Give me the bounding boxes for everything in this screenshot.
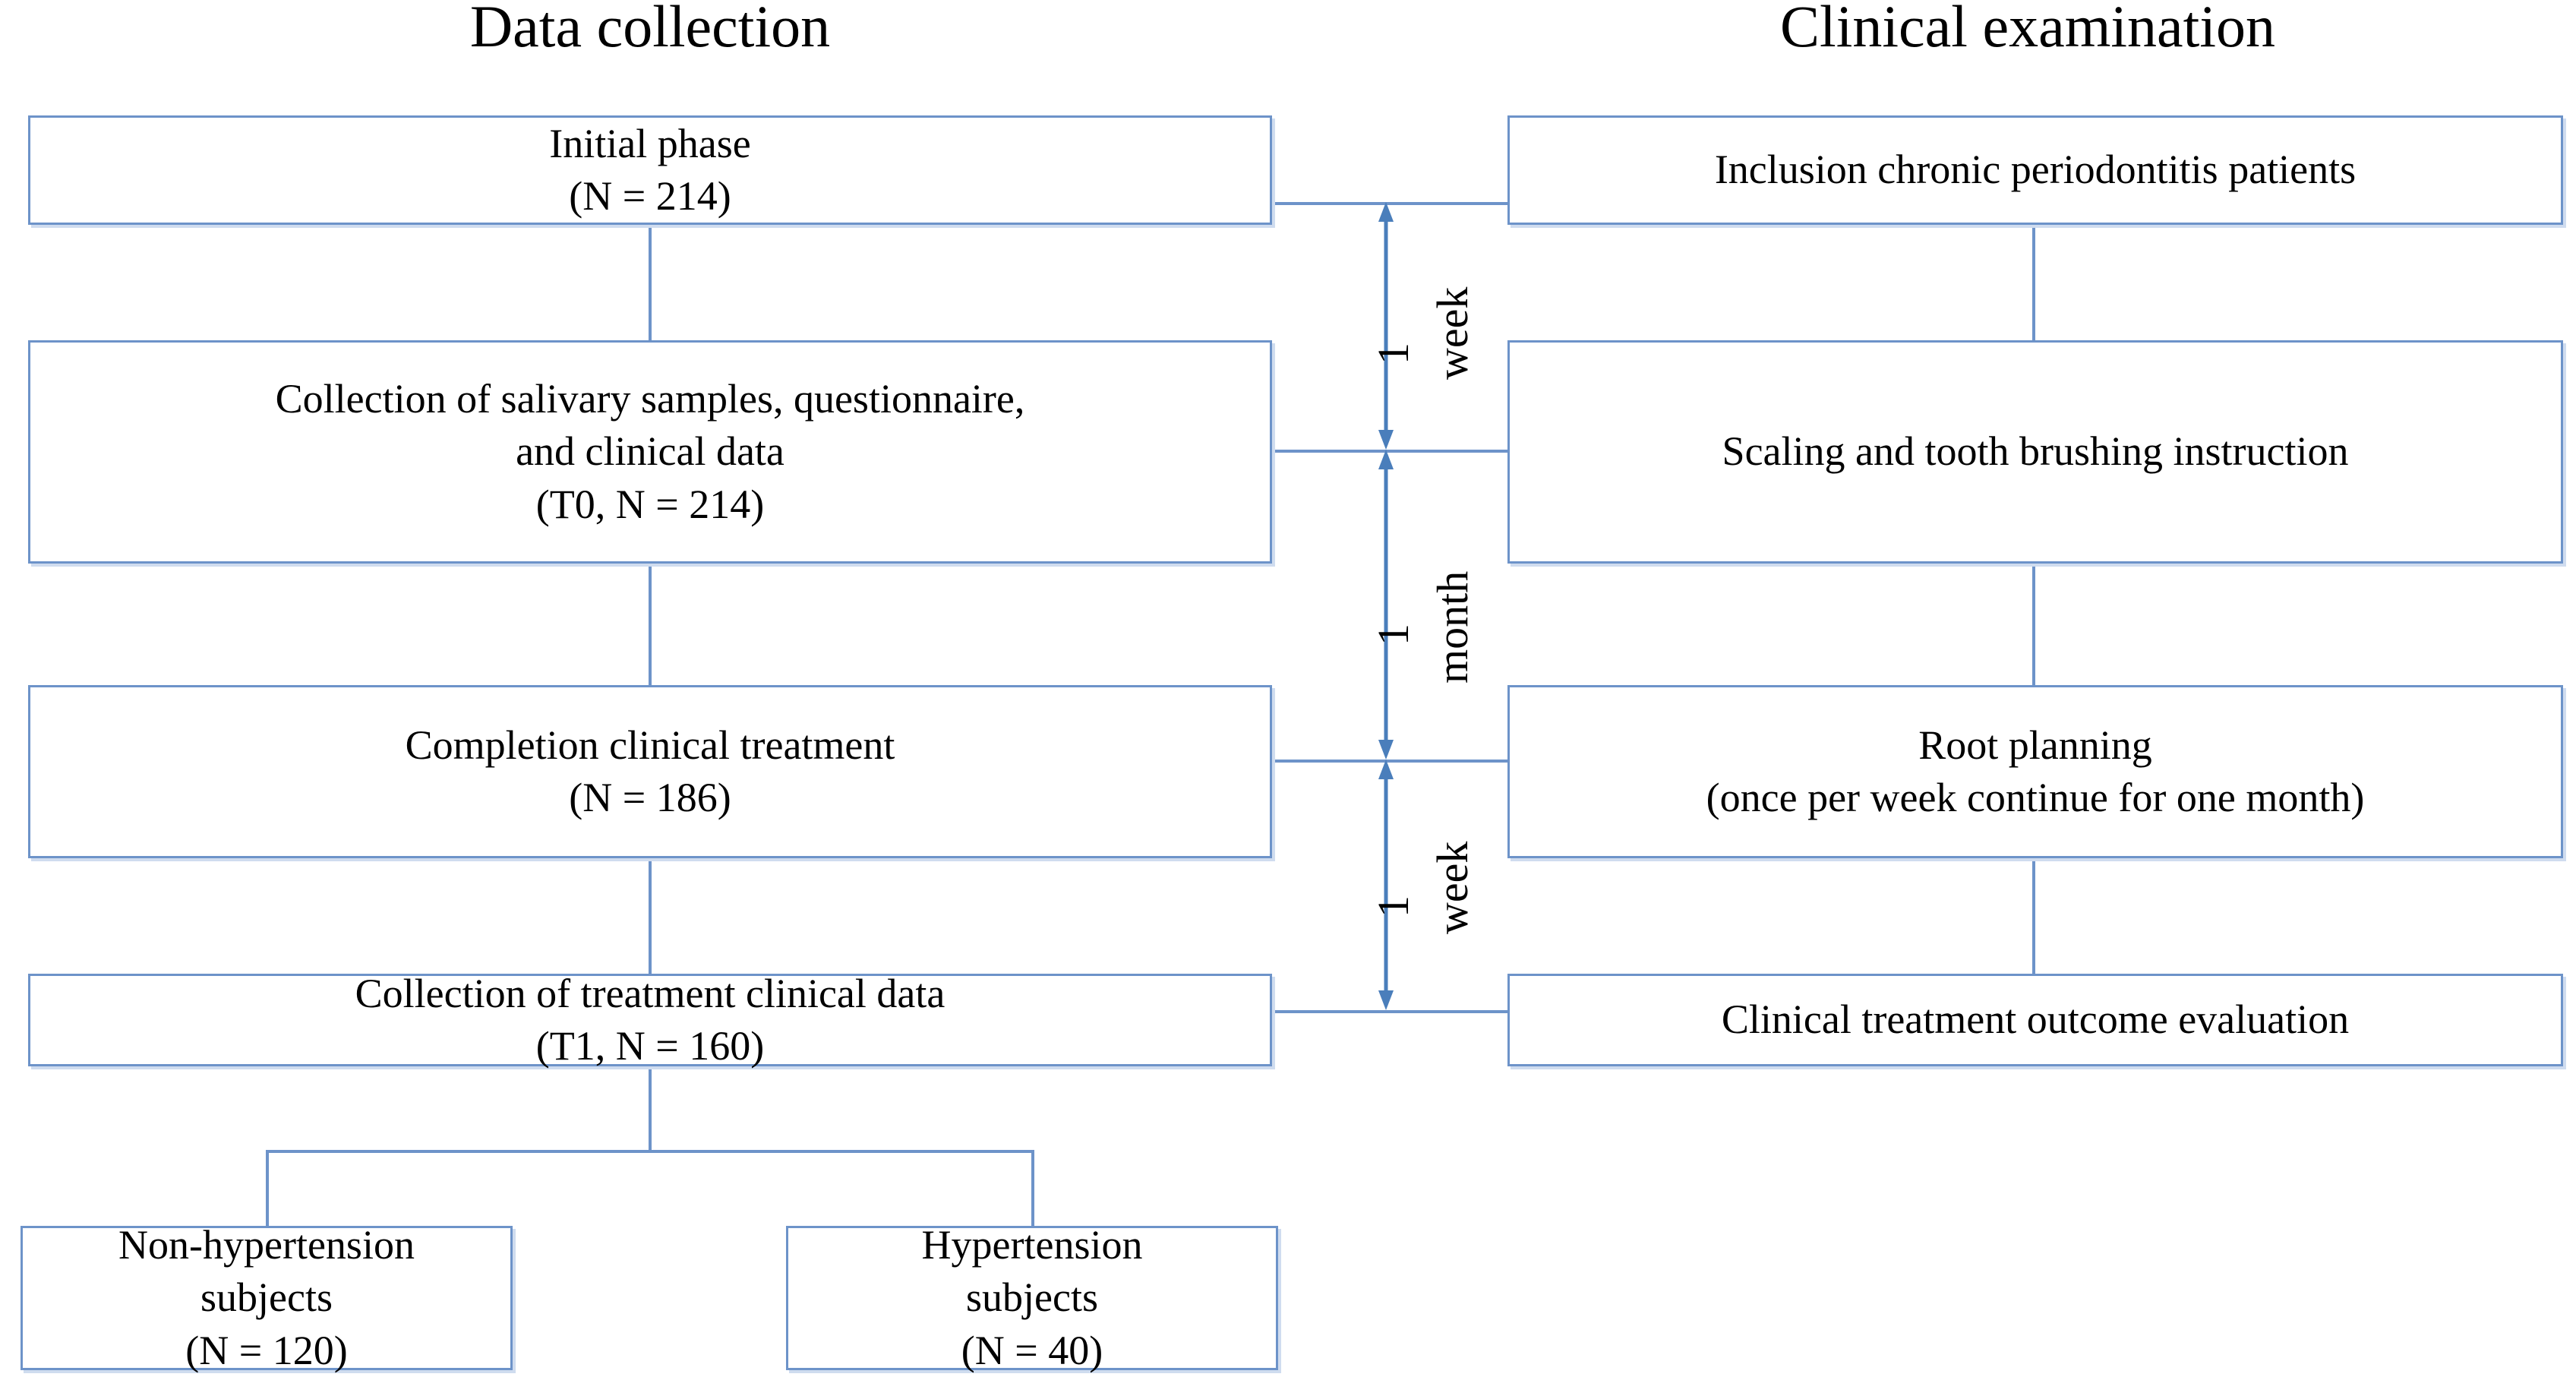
box-initial-phase-line-0: Initial phase — [549, 120, 751, 166]
box-root-planning-line-1: (once per week continue for one month) — [1706, 775, 2365, 820]
connector-to-non-hypertension — [266, 1150, 269, 1226]
connector-subgroup-tbar — [266, 1150, 1034, 1153]
interval-arrow-2 — [1375, 450, 1397, 760]
box-inclusion-line-0: Inclusion chronic periodontitis patients — [1714, 147, 2357, 193]
interval-label-2-unit: month — [1428, 570, 1477, 684]
box-inclusion-text: Inclusion chronic periodontitis patients — [1704, 144, 2366, 196]
box-root-planning-text: Root planning (once per week continue fo… — [1696, 719, 2376, 824]
box-outcome-evaluation-text: Clinical treatment outcome evaluation — [1711, 993, 2360, 1046]
box-collection-t0-line-1: and clinical data — [516, 428, 784, 475]
cross-connector-row-1 — [1272, 202, 1509, 205]
cross-connector-row-2 — [1272, 450, 1509, 453]
box-scaling-instruction-text: Scaling and tooth brushing instruction — [1712, 425, 2360, 478]
connector-to-hypertension — [1031, 1150, 1034, 1226]
connector-left-4-to-split — [649, 1066, 652, 1151]
box-collection-t1-text: Collection of treatment clinical data (T… — [345, 968, 956, 1072]
connector-left-1-to-2 — [649, 225, 652, 340]
interval-arrow-1 — [1375, 202, 1397, 450]
connector-right-2-to-3 — [2032, 564, 2035, 685]
box-outcome-evaluation[interactable]: Clinical treatment outcome evaluation — [1507, 974, 2563, 1066]
box-hypertension-subjects[interactable]: Hypertension subjects (N = 40) — [786, 1222, 1278, 1373]
connector-left-3-to-4 — [649, 858, 652, 974]
interval-label-3-unit: week — [1428, 841, 1477, 934]
box-completion-treatment-line-1: (N = 186) — [569, 775, 731, 820]
box-collection-t1-line-1: (T1, N = 160) — [535, 1023, 765, 1069]
interval-label-2-number: 1 — [1368, 624, 1418, 646]
box-collection-t0-line-2: (T0, N = 214) — [535, 481, 765, 527]
box-completion-treatment-line-0: Completion clinical treatment — [405, 722, 895, 768]
interval-label-3-number: 1 — [1368, 895, 1418, 917]
box-initial-phase-text: Initial phase (N = 214) — [538, 118, 761, 223]
connector-right-1-to-2 — [2032, 225, 2035, 340]
box-hypertension-line-1: subjects — [966, 1274, 1098, 1321]
box-initial-phase-line-1: (N = 214) — [569, 173, 731, 219]
box-non-hypertension-line-1: subjects — [200, 1274, 333, 1321]
box-inclusion[interactable]: Inclusion chronic periodontitis patients — [1507, 115, 2563, 225]
box-root-planning[interactable]: Root planning (once per week continue fo… — [1507, 685, 2563, 858]
box-non-hypertension-line-2: (N = 120) — [185, 1327, 348, 1373]
box-non-hypertension-line-0: Non-hypertension — [118, 1222, 415, 1268]
box-collection-t0[interactable]: Collection of salivary samples, question… — [28, 340, 1272, 564]
connector-right-3-to-4 — [2032, 858, 2035, 974]
box-completion-treatment-text: Completion clinical treatment (N = 186) — [395, 719, 906, 824]
box-outcome-evaluation-line-0: Clinical treatment outcome evaluation — [1721, 996, 2350, 1043]
box-collection-t0-text: Collection of salivary samples, question… — [265, 373, 1036, 530]
box-completion-treatment[interactable]: Completion clinical treatment (N = 186) — [28, 685, 1272, 858]
column-header-clinical-examination: Clinical examination — [1780, 0, 2275, 59]
box-hypertension-line-2: (N = 40) — [961, 1327, 1103, 1373]
cross-connector-row-3 — [1272, 760, 1509, 763]
box-non-hypertension-subjects-text: Non-hypertension subjects (N = 120) — [108, 1219, 425, 1376]
box-collection-t1-line-0: Collection of treatment clinical data — [355, 970, 945, 1016]
box-initial-phase[interactable]: Initial phase (N = 214) — [28, 115, 1272, 225]
connector-left-2-to-3 — [649, 564, 652, 685]
box-scaling-instruction[interactable]: Scaling and tooth brushing instruction — [1507, 340, 2563, 564]
interval-label-1-unit: week — [1428, 286, 1477, 380]
box-hypertension-subjects-text: Hypertension subjects (N = 40) — [911, 1219, 1154, 1376]
interval-label-1-number: 1 — [1368, 343, 1418, 365]
box-hypertension-line-0: Hypertension — [921, 1222, 1143, 1268]
box-non-hypertension-subjects[interactable]: Non-hypertension subjects (N = 120) — [21, 1222, 513, 1373]
box-collection-t1[interactable]: Collection of treatment clinical data (T… — [28, 971, 1272, 1069]
box-root-planning-line-0: Root planning — [1918, 722, 2152, 768]
box-scaling-instruction-line-0: Scaling and tooth brushing instruction — [1722, 428, 2349, 475]
interval-arrow-3 — [1375, 760, 1397, 1010]
column-header-data-collection: Data collection — [469, 0, 831, 59]
box-collection-t0-line-0: Collection of salivary samples, question… — [275, 376, 1025, 422]
cross-connector-row-4 — [1272, 1010, 1509, 1013]
